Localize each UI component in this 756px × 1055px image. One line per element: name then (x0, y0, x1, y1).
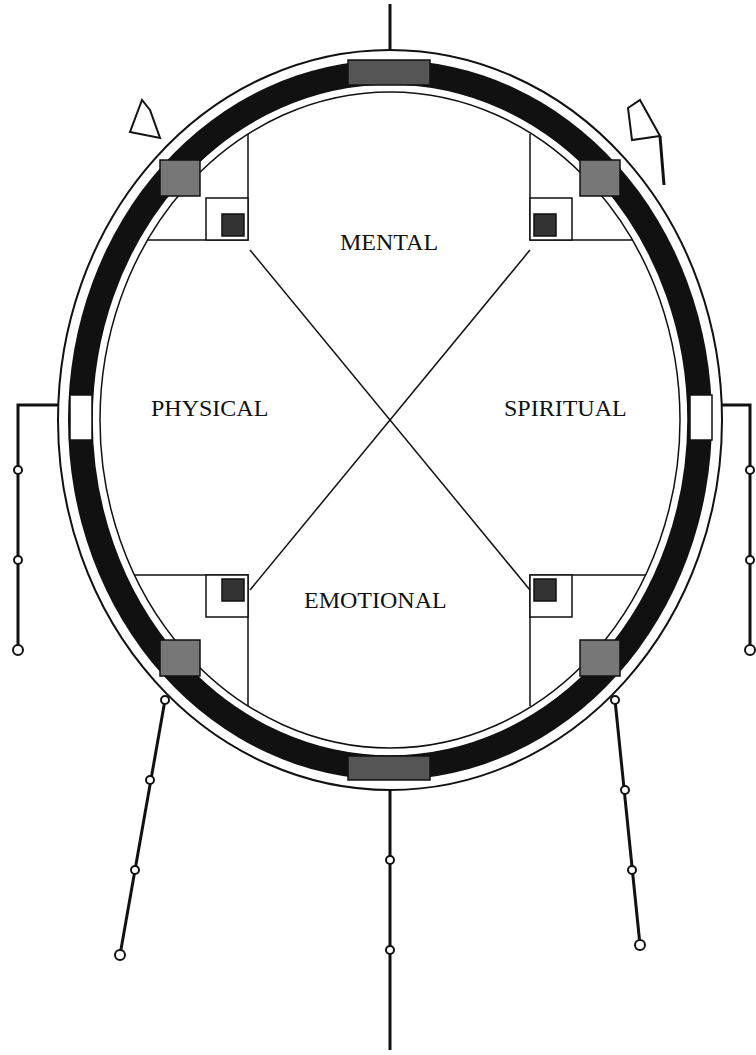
quadrant-label: PHYSICAL (151, 396, 268, 420)
quadrant-label: MENTAL (340, 230, 438, 254)
quadrant-label: SPIRITUAL (504, 396, 627, 420)
quadrant-label: EMOTIONAL (304, 588, 447, 612)
